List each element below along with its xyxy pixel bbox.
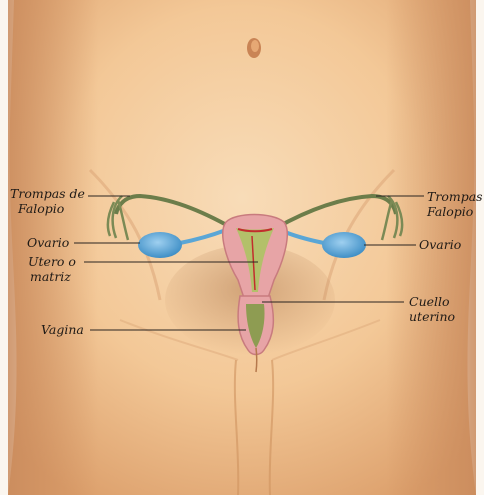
label-cervix: Cuello uterino (409, 294, 455, 324)
label-fallopian-right: Trompas Falopio (427, 189, 483, 219)
label-fallopian-left: Trompas de Falopio (10, 186, 85, 216)
label-fallopian-right-line1: Trompas (427, 189, 483, 204)
label-ovary-right: Ovario (419, 237, 461, 252)
label-uterus: Utero o matriz (28, 254, 76, 284)
ovary-left (138, 232, 182, 258)
label-ovary-left: Ovario (27, 235, 69, 250)
label-cervix-line2: uterino (409, 309, 455, 324)
label-fallopian-left-line2: Falopio (10, 201, 85, 216)
ovary-right (322, 232, 366, 258)
label-fallopian-right-line2: Falopio (427, 204, 483, 219)
label-vagina: Vagina (41, 322, 84, 337)
label-cervix-line1: Cuello (409, 294, 455, 309)
label-fallopian-left-line1: Trompas de (10, 186, 85, 201)
label-uterus-line1: Utero o (28, 254, 76, 269)
label-uterus-line2: matriz (28, 269, 76, 284)
